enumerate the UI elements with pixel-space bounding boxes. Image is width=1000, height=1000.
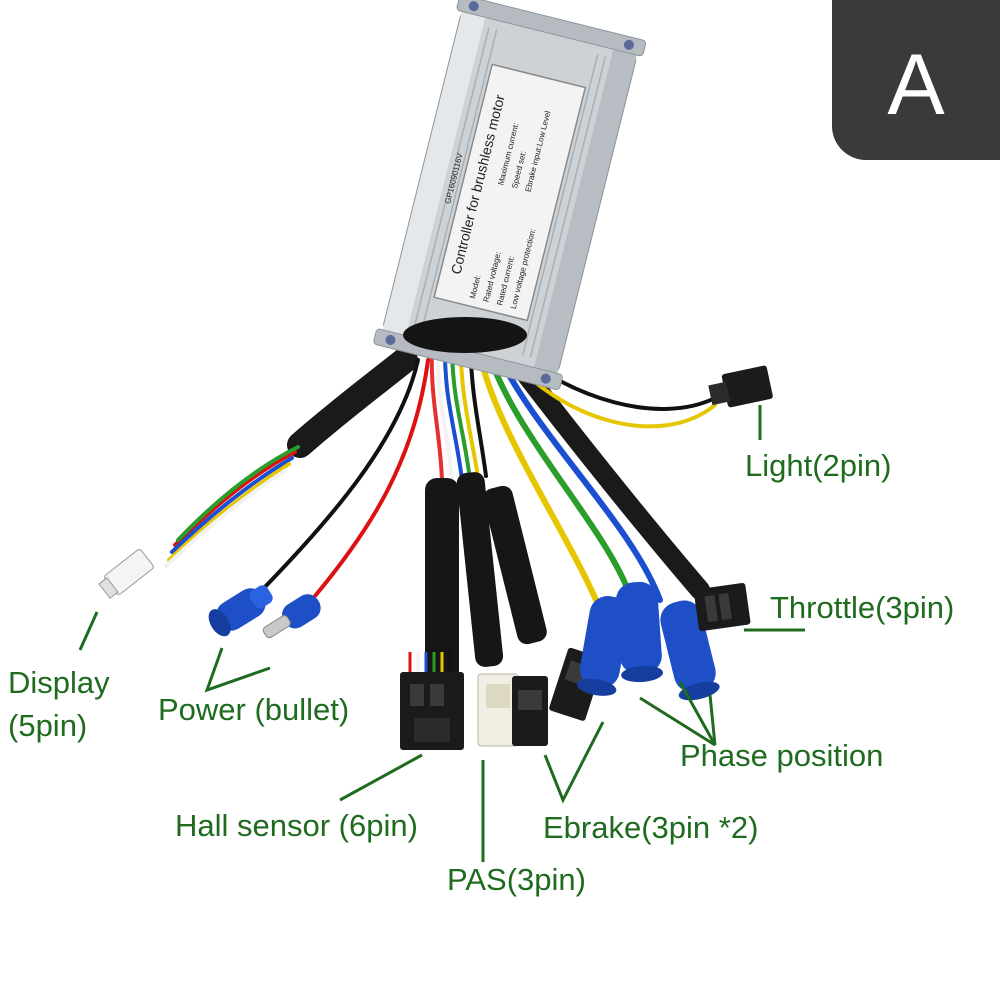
pas-connector xyxy=(477,673,519,747)
phase-position-label: Phase position xyxy=(680,738,884,773)
phase-wire-green xyxy=(483,342,631,593)
display-cable xyxy=(287,347,418,458)
power-wire-red xyxy=(313,358,430,598)
power-connector-female xyxy=(208,585,273,637)
variant-badge: A xyxy=(832,0,1000,160)
ebrake-label: Ebrake(3pin *2) xyxy=(543,810,759,845)
light-label: Light(2pin) xyxy=(745,448,892,483)
spec-plate xyxy=(433,63,587,322)
display-connector xyxy=(98,549,154,599)
heatshrink-sleeves xyxy=(425,472,547,683)
display-label-line2: (5pin) xyxy=(8,708,88,743)
power-label: Power (bullet) xyxy=(158,692,350,727)
phase-connector-green xyxy=(615,581,664,683)
callout-lines xyxy=(78,405,805,862)
cable-gland xyxy=(403,317,527,353)
phase-connector-yellow xyxy=(576,596,630,696)
ebrake-connector-1 xyxy=(512,676,548,746)
throttle-connector xyxy=(693,582,751,632)
throttle-label: Throttle(3pin) xyxy=(770,590,955,625)
power-wire-black xyxy=(260,358,420,592)
pas-label: PAS(3pin) xyxy=(447,862,586,897)
phase-wire-yellow xyxy=(475,342,599,603)
power-connector-male xyxy=(262,594,321,639)
light-connector xyxy=(708,365,773,408)
hall-sensor-connector xyxy=(400,672,464,750)
display-label-line1: Display xyxy=(8,665,110,700)
hall-sensor-label: Hall sensor (6pin) xyxy=(175,808,418,843)
controller-housing: Controller for brushless motor GP1609011… xyxy=(373,0,647,390)
variant-badge-letter: A xyxy=(887,37,945,133)
